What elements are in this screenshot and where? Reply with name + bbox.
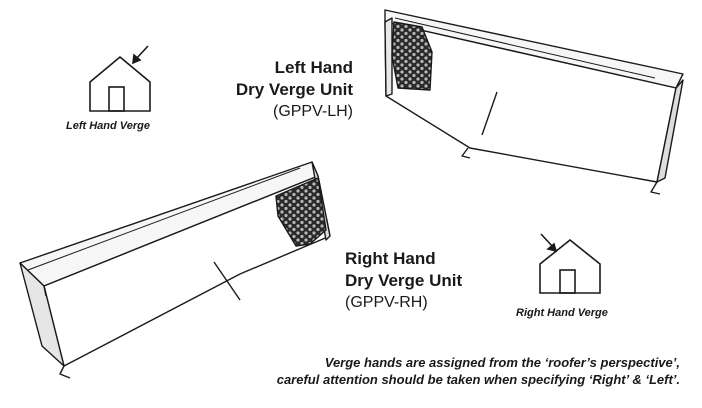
house-icon-right-hand — [539, 238, 601, 294]
right-hand-verge-unit-illustration — [19, 161, 331, 379]
right-hand-unit-title-line1: Right Hand — [345, 249, 436, 268]
arrow-icon-right-hand — [540, 233, 558, 253]
right-hand-verge-caption: Right Hand Verge — [516, 307, 608, 319]
left-hand-unit-title-line2: Dry Verge Unit — [235, 80, 353, 99]
perspective-note-line2: careful attention should be taken when s… — [276, 372, 680, 387]
left-hand-verge-unit-illustration — [384, 9, 684, 195]
perspective-note-line1: Verge hands are assigned from the ‘roofe… — [324, 355, 680, 370]
right-hand-unit-title-line2: Dry Verge Unit — [345, 271, 463, 290]
house-icon-left-hand — [89, 55, 151, 112]
right-hand-unit-code: (GPPV-RH) — [345, 294, 428, 311]
left-hand-unit-code: (GPPV-LH) — [272, 103, 353, 120]
left-hand-verge-caption: Left Hand Verge — [66, 120, 150, 132]
arrow-icon-left-hand — [132, 45, 149, 65]
left-hand-unit-title-line1: Left Hand — [274, 58, 353, 77]
